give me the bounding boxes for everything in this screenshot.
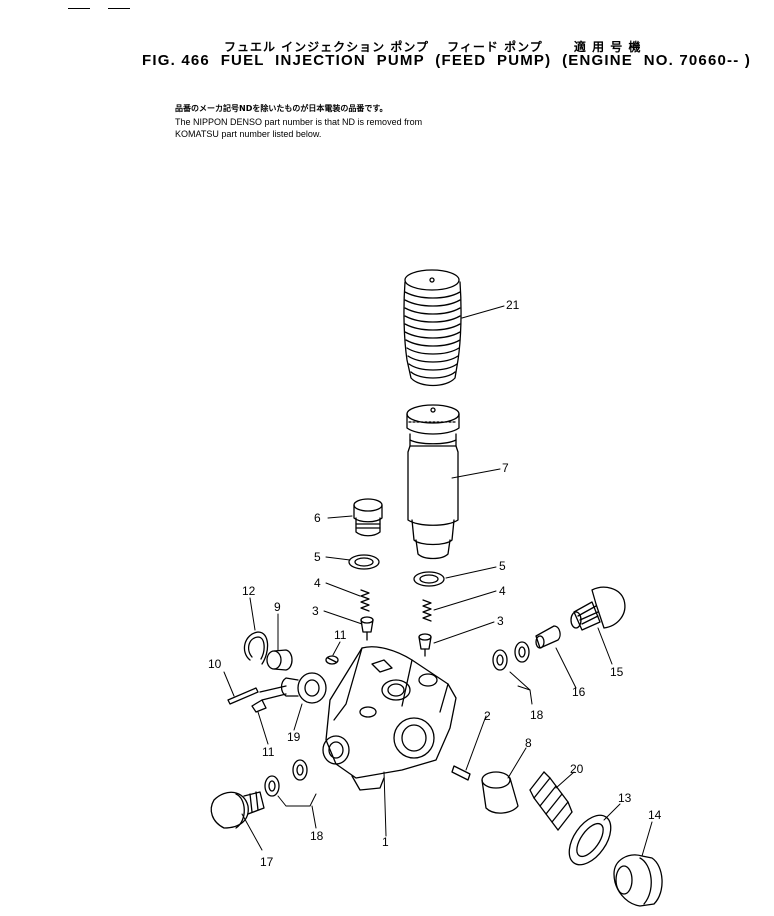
callout-18-left: 18 [310, 829, 324, 843]
note-japanese: 品番のメーカ記号NDを除いたものが日本電装の品番です。 [175, 104, 388, 113]
japanese-title: フュエル インジェクション ポンプ フィード ポンプ 適 用 号 機 [224, 40, 642, 54]
part-1-pump-body [322, 646, 457, 791]
callout-13: 13 [618, 791, 632, 805]
callout-1: 1 [382, 835, 389, 849]
callout-5-right: 5 [499, 559, 506, 573]
part-17-eye-bolt [210, 791, 265, 829]
part-12-snap-ring [243, 631, 269, 665]
callout-14: 14 [648, 808, 662, 822]
callout-5-left: 5 [314, 550, 321, 564]
corner-mark-right [108, 8, 130, 9]
part-10-pin [227, 687, 259, 705]
part-7-priming-pump [406, 404, 460, 560]
note-english-line2: KOMATSU part number listed below. [175, 129, 322, 139]
callout-4-right: 4 [499, 584, 506, 598]
part-4-springs [360, 589, 432, 622]
part-8-sleeve [481, 771, 519, 814]
note-english-line1: The NIPPON DENSO part number is that ND … [175, 117, 423, 127]
callout-21: 21 [506, 298, 520, 312]
callout-19: 19 [287, 730, 301, 744]
callout-12: 12 [242, 584, 256, 598]
callout-6: 6 [314, 511, 321, 525]
part-19-lever [259, 672, 327, 704]
figure-title: FIG. 466 FUEL INJECTION PUMP (FEED PUMP)… [142, 52, 752, 69]
callout-10: 10 [208, 657, 222, 671]
callout-16: 16 [572, 685, 586, 699]
part-18-washers-left [264, 759, 308, 797]
callout-8: 8 [525, 736, 532, 750]
part-11-nut-upper [325, 655, 339, 665]
part-20-spring [529, 771, 573, 831]
part-3-valves [360, 616, 432, 657]
part-2-pin [451, 765, 471, 781]
callout-15: 15 [610, 665, 624, 679]
callout-17: 17 [260, 855, 274, 869]
callout-4-left: 4 [314, 576, 321, 590]
callout-20: 20 [570, 762, 584, 776]
callout-3-left: 3 [312, 604, 319, 618]
part-5-gaskets [348, 554, 445, 587]
callout-7: 7 [502, 461, 509, 475]
part-21-cover [403, 269, 462, 387]
part-14-plug [613, 854, 663, 907]
callout-9: 9 [274, 600, 281, 614]
corner-mark-left [68, 8, 90, 9]
part-16-check-valve [535, 625, 561, 649]
part-15-eye-bolt [570, 586, 626, 631]
part-18-washers-right [492, 641, 530, 671]
callout-2: 2 [484, 709, 491, 723]
callout-11-lower: 11 [262, 745, 275, 759]
callout-3-right: 3 [497, 614, 504, 628]
part-6-plug [353, 498, 383, 537]
part-11-screw-lower [251, 699, 267, 713]
callout-18-right: 18 [530, 708, 544, 722]
leader-lines [223, 305, 653, 857]
callout-11-upper: 11 [334, 628, 347, 642]
callout-labels: 21 7 6 5 5 4 4 3 3 12 9 11 10 11 19 15 1… [208, 298, 662, 869]
part-9-bushing [266, 649, 293, 671]
part-13-gasket [568, 814, 612, 866]
